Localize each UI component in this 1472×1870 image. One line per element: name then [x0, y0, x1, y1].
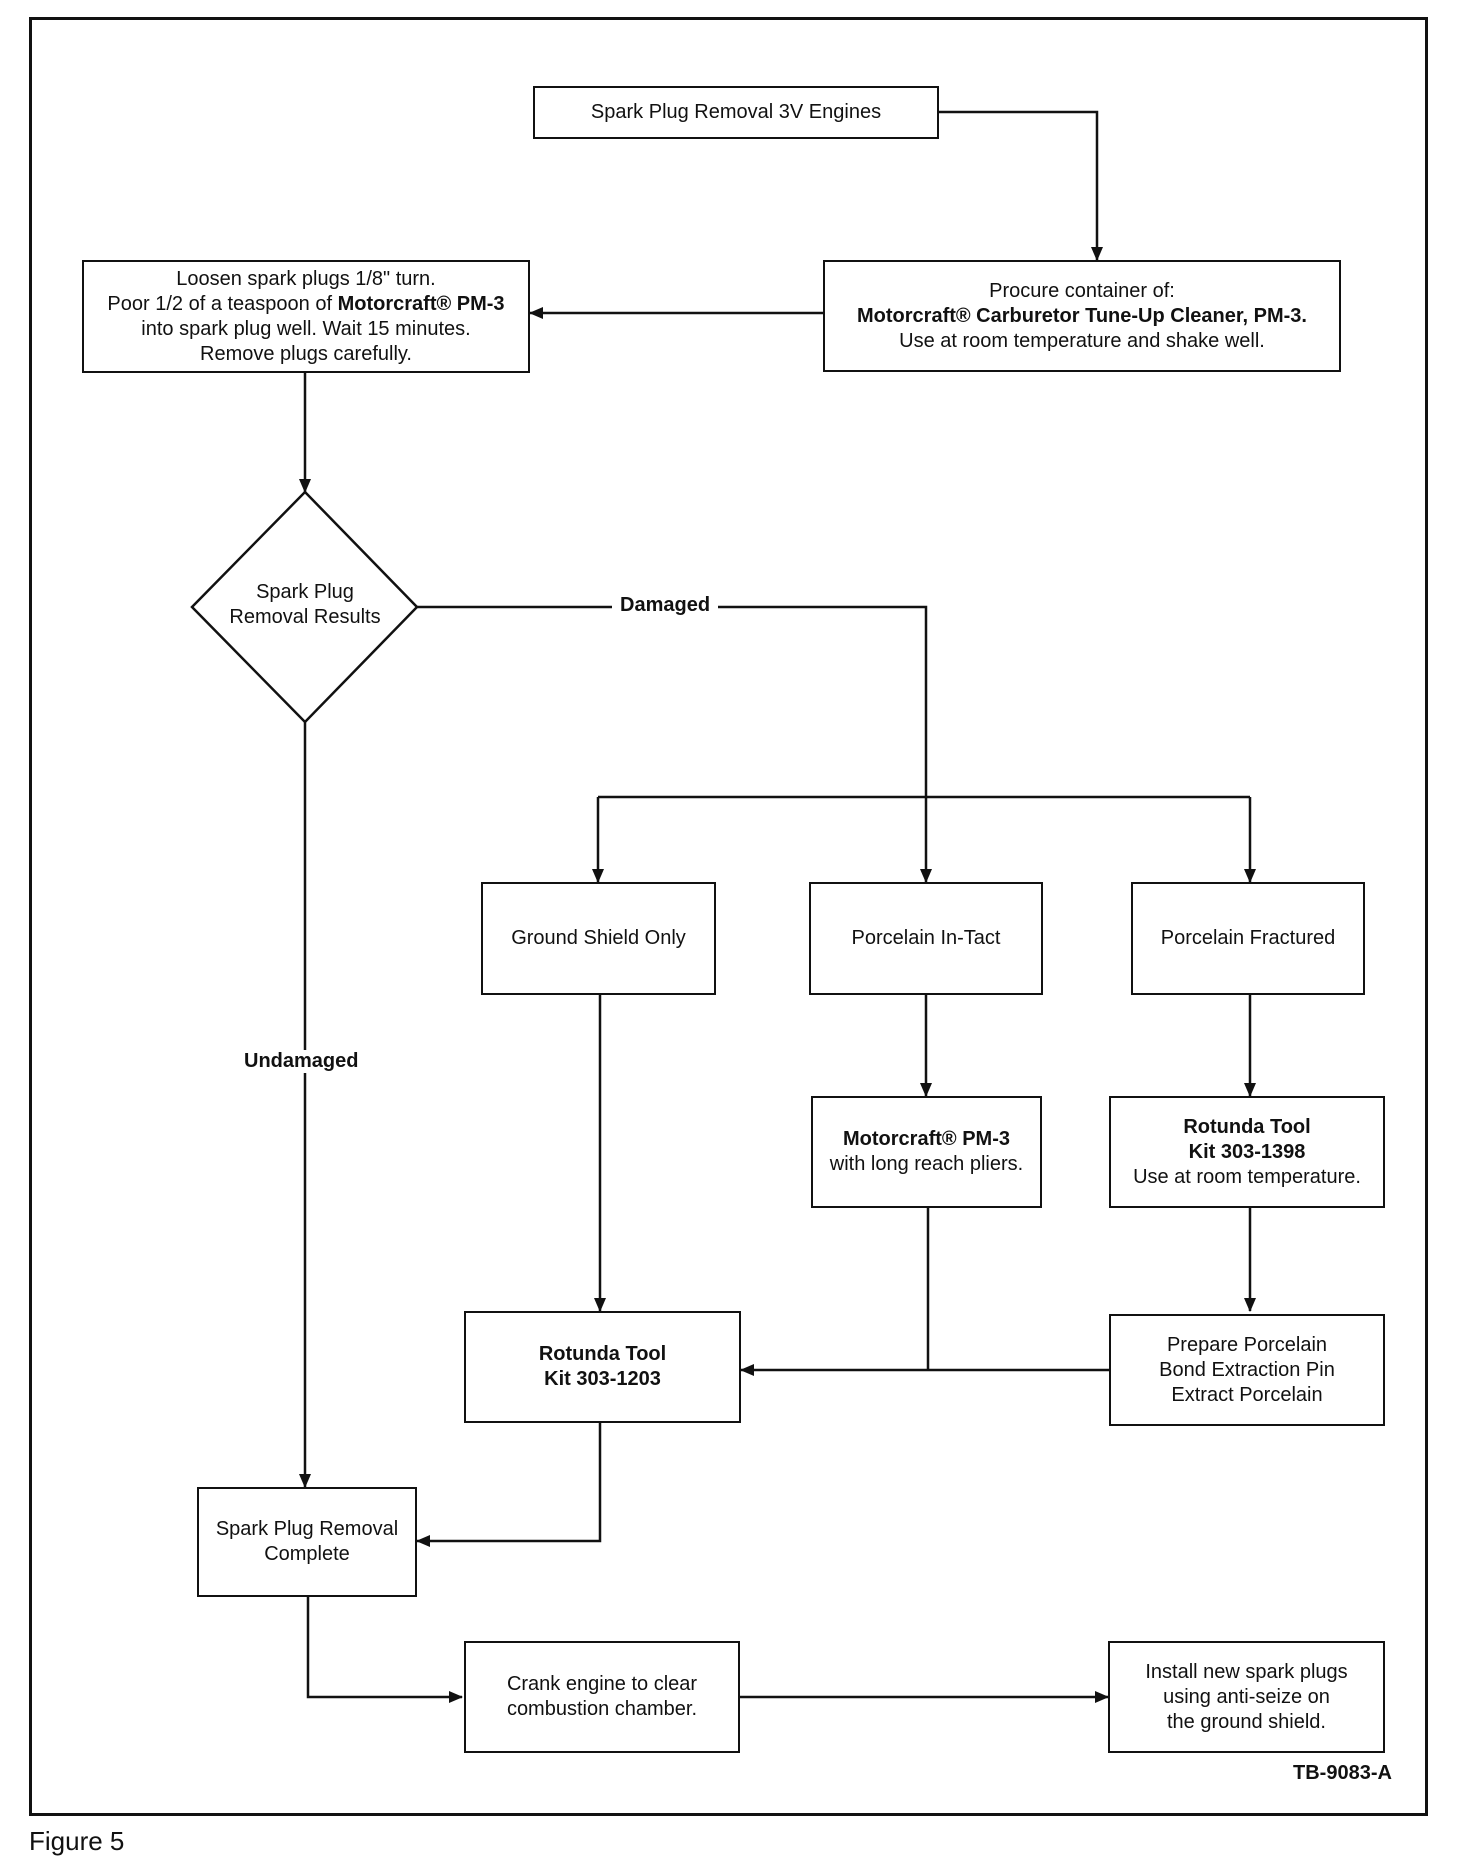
edge-label-damaged: Damaged — [612, 594, 719, 617]
edge-rotunda1203-complete — [416, 1423, 602, 1547]
edge-complete-crank — [306, 1597, 463, 1703]
node-removal-complete: Spark Plug Removal Complete — [197, 1487, 417, 1597]
edge-label-undamaged: Undamaged — [236, 1050, 367, 1073]
figure-code: TB-9083-A — [1293, 1762, 1392, 1784]
figure-caption: Figure 5 — [29, 1826, 125, 1856]
decision-label: Spark Plug Removal Results — [229, 581, 381, 628]
node-rotunda-1203: Rotunda Tool Kit 303-1203 — [464, 1311, 741, 1423]
node-pm3-pliers: Motorcraft® PM-3 with long reach pliers. — [811, 1096, 1042, 1208]
edge-decision-damaged — [417, 605, 928, 797]
node-porcelain-fractured: Porcelain Fractured — [1131, 882, 1365, 995]
node-rotunda-1398: Rotunda Tool Kit 303-1398 Use at room te… — [1109, 1096, 1385, 1208]
node-porcelain-intact: Porcelain In-Tact — [809, 882, 1043, 995]
node-start: Spark Plug Removal 3V Engines — [533, 86, 939, 139]
node-loosen: Loosen spark plugs 1/8" turn. Poor 1/2 o… — [82, 260, 530, 373]
diagram-frame — [29, 17, 1428, 1816]
node-install-plugs: Install new spark plugs using anti-seize… — [1108, 1641, 1385, 1753]
decision-diamond — [190, 490, 419, 724]
node-prepare-porcelain: Prepare Porcelain Bond Extraction Pin Ex… — [1109, 1314, 1385, 1426]
node-ground-shield: Ground Shield Only — [481, 882, 716, 995]
edge-start-procure — [939, 110, 1103, 261]
node-procure: Procure container of: Motorcraft® Carbur… — [823, 260, 1341, 372]
node-crank-engine: Crank engine to clear combustion chamber… — [464, 1641, 740, 1753]
